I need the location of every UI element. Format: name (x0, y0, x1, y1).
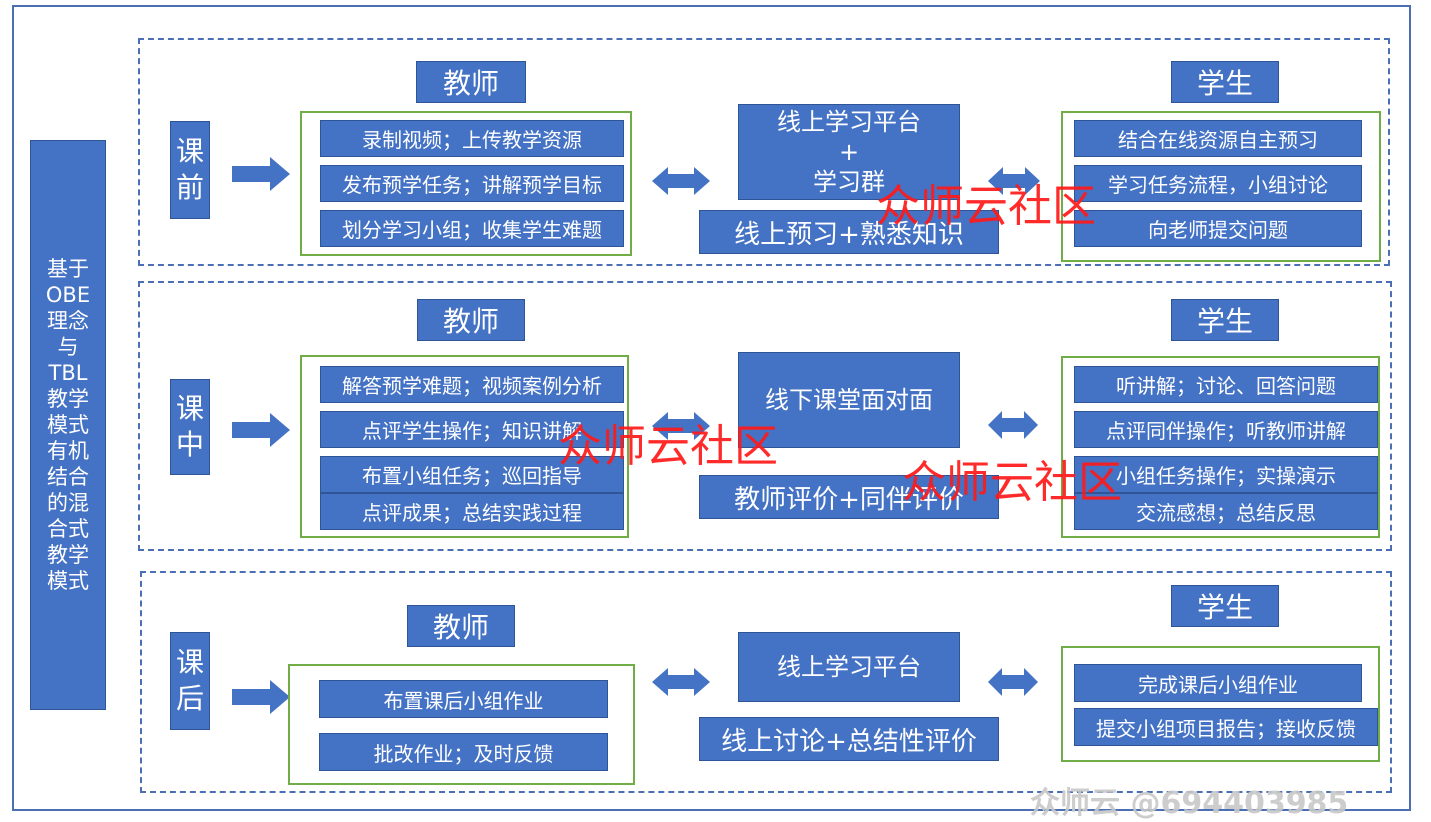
phase-during-class: 课 中 (170, 379, 210, 475)
double-arrow-icon (988, 411, 1038, 439)
section-during-class (138, 281, 1392, 551)
double-arrow-icon (988, 167, 1040, 195)
student-label: 学生 (1171, 585, 1279, 627)
teacher-group (300, 111, 632, 256)
student-item: 提交小组项目报告；接收反馈 (1074, 708, 1378, 746)
corner-watermark: 众师云 @694403985 (1030, 786, 1349, 821)
hub-subtitle: 线上讨论+总结性评价 (699, 717, 999, 761)
teacher-item: 批改作业；及时反馈 (319, 733, 608, 771)
student-item: 听讲解；讨论、回答问题 (1074, 366, 1378, 403)
teacher-group (288, 664, 635, 785)
student-label: 学生 (1171, 61, 1279, 103)
teacher-item: 布置课后小组作业 (319, 680, 608, 718)
section-before-class (138, 38, 1390, 266)
hub-box: 线上学习平台 (738, 632, 960, 702)
double-arrow-icon (652, 412, 710, 440)
student-item: 交流感想；总结反思 (1074, 493, 1378, 530)
teacher-label: 教师 (417, 299, 525, 341)
hub-subtitle: 线上预习+熟悉知识 (699, 210, 999, 254)
student-group (1061, 111, 1381, 262)
sidebar-title: 基于 OBE 理念 与 TBL 教学 模式 有机 结合 的混 合式 教学 模式 (30, 140, 106, 710)
hub-subtitle: 教师评价+同伴评价 (699, 475, 999, 519)
student-group (1061, 646, 1380, 762)
double-arrow-icon (652, 668, 710, 696)
teacher-item: 发布预学任务；讲解预学目标 (320, 165, 624, 202)
double-arrow-icon (652, 167, 710, 195)
teacher-item: 解答预学难题；视频案例分析 (320, 366, 624, 403)
teacher-item: 点评学生操作；知识讲解 (320, 411, 624, 448)
student-label: 学生 (1171, 299, 1279, 341)
teacher-label: 教师 (416, 61, 526, 103)
student-item: 完成课后小组作业 (1074, 664, 1362, 702)
outer-frame (12, 5, 1411, 811)
teacher-item: 录制视频；上传教学资源 (320, 120, 624, 157)
teacher-item: 点评成果；总结实践过程 (320, 493, 624, 530)
hub-box: 线下课堂面对面 (738, 352, 960, 448)
double-arrow-icon (988, 668, 1038, 696)
arrow-right-icon (232, 680, 290, 714)
student-item: 点评同伴操作；听教师讲解 (1074, 411, 1378, 448)
hub-box: 线上学习平台 + 学习群 (738, 104, 960, 200)
arrow-right-icon (232, 157, 290, 191)
teacher-item: 布置小组任务；巡回指导 (320, 456, 624, 493)
student-item: 向老师提交问题 (1074, 210, 1362, 247)
arrow-right-icon (232, 413, 290, 447)
teacher-item: 划分学习小组；收集学生难题 (320, 210, 624, 247)
teacher-label: 教师 (407, 605, 515, 647)
student-item: 小组任务操作；实操演示 (1074, 456, 1378, 493)
phase-before-class: 课 前 (170, 121, 210, 219)
student-item: 结合在线资源自主预习 (1074, 120, 1362, 157)
student-item: 学习任务流程，小组讨论 (1074, 165, 1362, 202)
student-group (1061, 356, 1380, 538)
phase-after-class: 课 后 (170, 632, 210, 730)
teacher-group (300, 355, 629, 538)
section-after-class (140, 571, 1392, 793)
